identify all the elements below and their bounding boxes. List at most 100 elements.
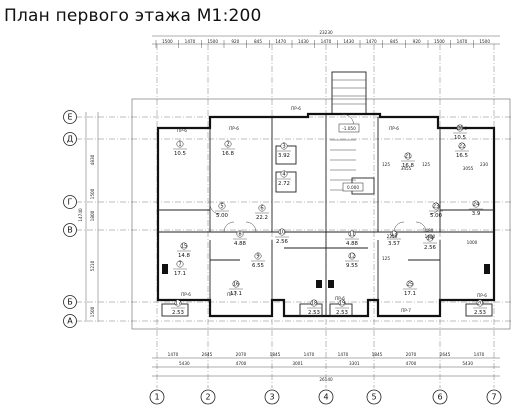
room-area: 10.5 xyxy=(454,135,466,141)
room-number: 9 xyxy=(256,254,259,260)
axis-marker-5: 5 xyxy=(366,389,382,405)
dim-bottom-row2: 3301 xyxy=(349,361,360,366)
interior-dim: 230 xyxy=(480,162,488,167)
room-area: 10.5 xyxy=(174,151,186,157)
room-number: 21 xyxy=(405,154,412,160)
interior-dim: 2250 xyxy=(387,234,398,239)
room-area: 3.92 xyxy=(278,153,290,159)
level-value: -1.050 xyxy=(342,126,356,131)
room-24: 243.9 xyxy=(469,200,483,217)
axis-label: 7 xyxy=(491,393,496,402)
room-number: 6 xyxy=(260,206,263,212)
lintel-mark: ПР-6 xyxy=(291,106,301,111)
room-area: 17.1 xyxy=(174,271,186,277)
room-number: 14 xyxy=(427,236,434,242)
dim-bottom-row2: 4700 xyxy=(236,361,247,366)
room-3: 33.92 xyxy=(277,142,291,159)
room-area: 2.53 xyxy=(172,310,184,316)
axis-marker-6: 6 xyxy=(432,389,448,405)
room-number: 4 xyxy=(282,172,286,178)
room-area: 2.72 xyxy=(278,181,290,187)
axis-marker-А: А xyxy=(63,314,77,328)
dim-left: 1800 xyxy=(90,210,95,221)
room-5: 55.00 xyxy=(215,202,229,219)
axis-label: Д xyxy=(67,135,73,144)
dim-bottom-row1: 1470 xyxy=(304,352,315,357)
vertical-axis-markers: 1 2 3 4 5 6 7 xyxy=(149,389,502,405)
room-22: 22 16.5 xyxy=(455,142,469,159)
dim-top: 920 xyxy=(413,39,421,44)
lintel-mark: ПР-7 xyxy=(401,308,411,313)
room-16: 16 17.1 xyxy=(229,280,243,297)
dim-bottom-row1: 1470 xyxy=(168,352,179,357)
room-18: 182.53 xyxy=(307,299,321,316)
lintel-mark: ПР-7 xyxy=(227,292,237,297)
axis-marker-3: 3 xyxy=(264,389,280,405)
room-number: 25 xyxy=(407,282,414,288)
room-number: 16 xyxy=(233,282,240,288)
room-number: 3 xyxy=(282,144,285,150)
dim-bottom-row1: 1845 xyxy=(372,352,383,357)
grid-lines xyxy=(76,44,512,388)
room-area: 5.00 xyxy=(430,213,443,219)
plan-title: План первого этажа М1:200 xyxy=(4,6,262,26)
room-20: 202.53 xyxy=(473,299,487,316)
room-area: 16.5 xyxy=(456,153,468,159)
interior-dim: 1400 xyxy=(425,234,436,239)
axis-label: Г xyxy=(68,198,73,207)
room-area: 3.57 xyxy=(388,241,400,247)
axis-label: Б xyxy=(67,298,73,307)
dim-bottom-row1: 2070 xyxy=(236,352,247,357)
room-number: 1 xyxy=(178,142,181,148)
room-number: 23 xyxy=(433,204,440,210)
axis-label: 5 xyxy=(371,393,376,402)
axis-label: 6 xyxy=(437,393,442,402)
axis-label: 3 xyxy=(269,393,274,402)
axis-marker-7: 7 xyxy=(486,389,502,405)
room-4: 42.72 xyxy=(277,170,291,187)
level-value: 0.000 xyxy=(347,185,359,190)
room-number: 15 xyxy=(181,244,188,250)
room-area: 17.1 xyxy=(230,291,242,297)
dim-top: 1500 xyxy=(434,39,445,44)
room-number: 17 xyxy=(175,301,182,307)
room-area: 16.8 xyxy=(222,151,235,157)
axis-label: 4 xyxy=(323,393,328,402)
room-number: 18 xyxy=(311,301,318,307)
lintel-mark: ПР-6 xyxy=(181,292,191,297)
dim-top: 1470 xyxy=(457,39,468,44)
dim-top: 845 xyxy=(254,39,262,44)
dim-bottom-row2: 3001 xyxy=(292,361,303,366)
axis-label: 1 xyxy=(154,393,159,402)
room-area: 9.55 xyxy=(346,263,358,269)
room-number: 5 xyxy=(220,204,223,210)
room-number: 7 xyxy=(178,262,181,268)
lintel-mark: ПР-6 xyxy=(177,128,187,133)
room-number: 11 xyxy=(349,232,356,238)
dim-bottom-row1: 1470 xyxy=(474,352,485,357)
axis-label: 2 xyxy=(205,393,210,402)
room-number: 22 xyxy=(459,144,466,150)
interior-dim: 125 xyxy=(382,256,390,261)
room-labels: 110.5216.833.9242.7255.00622.2717.184.88… xyxy=(171,124,487,316)
room-number: 24 xyxy=(473,202,480,208)
room-number: 8 xyxy=(238,232,241,238)
axis-label: Е xyxy=(67,113,72,122)
room-area: 5.00 xyxy=(216,213,229,219)
room-area: 2.53 xyxy=(308,310,320,316)
room-7: 717.1 xyxy=(173,260,187,277)
room-number: 10 xyxy=(279,230,286,236)
room-area: 3.9 xyxy=(472,211,481,217)
room-area: 4.88 xyxy=(346,241,359,247)
dim-bottom-row2: 5430 xyxy=(179,361,190,366)
room-9: 96.55 xyxy=(251,252,265,269)
room-area: 6.55 xyxy=(252,263,264,269)
dim-left: 1500 xyxy=(90,306,95,317)
room-2: 216.8 xyxy=(221,140,235,157)
axis-label: В xyxy=(67,226,73,235)
dim-left-total: 14740 xyxy=(78,208,83,222)
